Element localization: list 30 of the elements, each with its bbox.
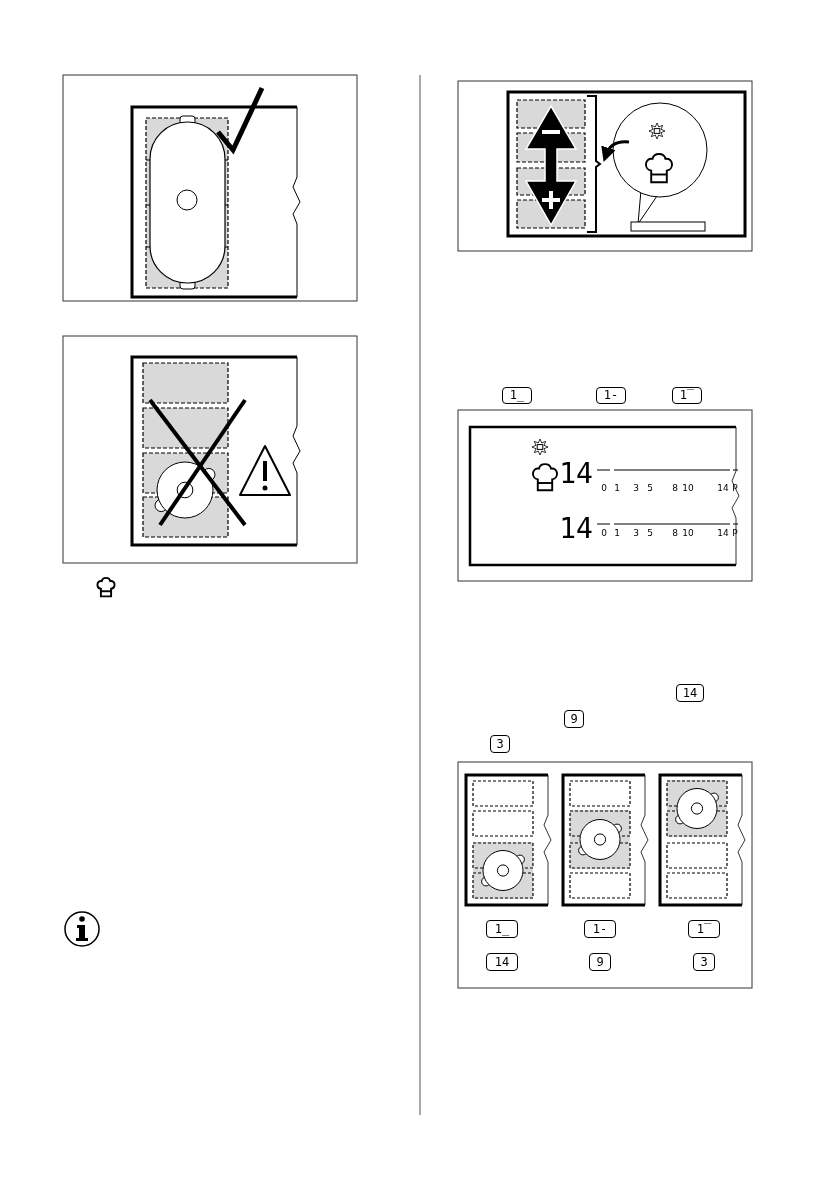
- scale-number: 14: [716, 482, 730, 494]
- level-indicator: 1-: [584, 920, 616, 938]
- scale-number: 1: [613, 482, 621, 494]
- scale-number: 3: [632, 482, 640, 494]
- scale-number: 14: [716, 527, 730, 539]
- scale-number: 10: [681, 482, 695, 494]
- scale-number: 8: [671, 482, 679, 494]
- power-level-display: 14: [558, 460, 594, 488]
- level-indicator: 14: [676, 684, 704, 702]
- level-indicator: 3: [693, 953, 715, 971]
- scale-number: 1: [613, 527, 621, 539]
- scale-number: P: [731, 482, 739, 494]
- level-indicator: 1-: [596, 386, 626, 404]
- level-indicator: 3: [490, 735, 510, 753]
- scale-number: 10: [681, 527, 695, 539]
- level-indicator: 1_: [486, 920, 518, 938]
- scale-number: 0: [600, 527, 608, 539]
- scale-number: 0: [600, 482, 608, 494]
- level-indicator: 9: [564, 710, 584, 728]
- level-indicator: 1_: [502, 386, 532, 404]
- power-level-display: 14: [558, 515, 594, 543]
- scale-number: P: [731, 527, 739, 539]
- level-indicator: 14: [486, 953, 518, 971]
- level-indicator: 1‾: [672, 386, 702, 404]
- level-indicator: 9: [589, 953, 611, 971]
- scale-number: 5: [646, 527, 654, 539]
- scale-number: 3: [632, 527, 640, 539]
- scale-number: 8: [671, 527, 679, 539]
- level-indicator: 1‾: [688, 920, 720, 938]
- scale-number: 5: [646, 482, 654, 494]
